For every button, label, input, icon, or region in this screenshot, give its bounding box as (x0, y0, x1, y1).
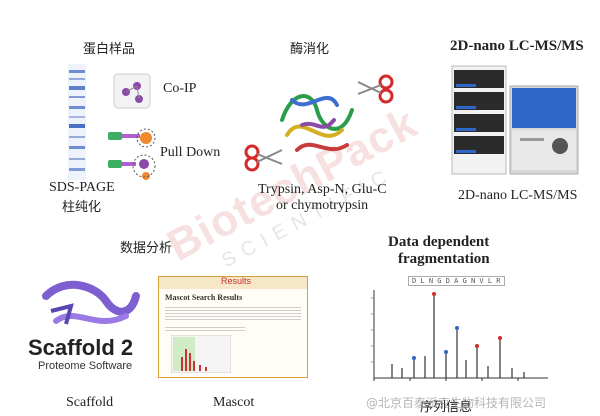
scissors-icon-2 (244, 144, 283, 172)
scissors-icon (357, 74, 394, 104)
protein-structure-icon (280, 94, 354, 152)
fragmentation-title-line1: Data dependent (388, 234, 490, 250)
peptide-sequence: D L N G D A G N V L R (408, 276, 505, 286)
data-analysis-title: 数据分析 (120, 241, 173, 256)
scaffold-caption: Scaffold (66, 395, 114, 410)
column-purification-label: 柱纯化 (62, 200, 102, 215)
scaffold-logo-icon (42, 280, 140, 325)
protein-sample-title: 蛋白样品 (83, 42, 136, 57)
mascot-header: Mascot Search Results (165, 293, 243, 302)
enzymes-line1: Trypsin, Asp-N, Glu-C (258, 182, 387, 197)
attribution-watermark: @北京百泰派克生物科技有限公司 (366, 396, 547, 410)
sds-page-label: SDS-PAGE (49, 180, 115, 195)
sds-gel-lane-icon (68, 64, 86, 180)
pulldown-label: Pull Down (160, 145, 221, 160)
mascot-window-title: Results (221, 276, 252, 286)
lcms-instrument-image (451, 65, 579, 175)
instrument-title: 2D-nano LC-MS/MS (450, 38, 584, 54)
scaffold-logo-sub: Proteome Software (38, 360, 133, 372)
digestion-title: 酶消化 (290, 42, 330, 57)
instrument-caption: 2D-nano LC-MS/MS (458, 188, 578, 203)
fragmentation-title-line2: fragmentation (398, 251, 490, 267)
enzymes-line2: or chymotrypsin (276, 198, 369, 213)
mascot-score-histogram (171, 335, 231, 373)
coip-bead-icon (113, 73, 151, 109)
mascot-caption: Mascot (213, 395, 255, 410)
mascot-results-window: Results Mascot Search Results (158, 276, 308, 378)
scaffold-logo-main: Scaffold 2 (28, 335, 134, 360)
mascot-text-lines (165, 305, 301, 321)
msms-spectrum (371, 290, 548, 381)
pulldown-icon (108, 128, 156, 180)
coip-label: Co-IP (163, 81, 197, 96)
sequence-info-caption: 序列信息 (420, 400, 473, 415)
